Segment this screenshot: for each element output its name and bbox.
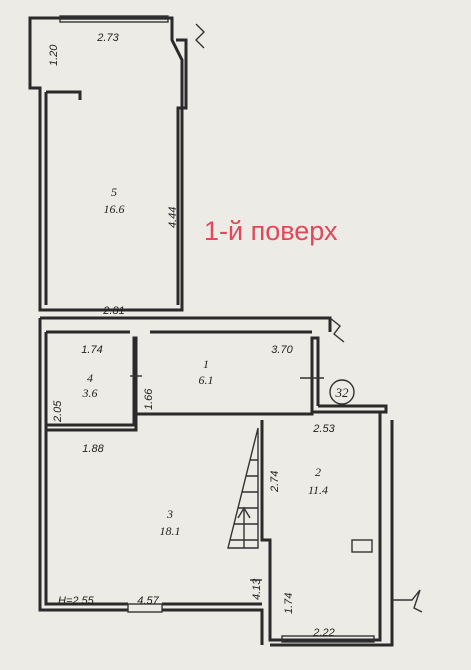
- room3-number: 3: [166, 507, 173, 521]
- dim-room3-side: 4.13: [251, 578, 263, 600]
- wall-room4: [46, 336, 138, 432]
- floor-title: 1-й поверх: [204, 216, 338, 246]
- break-bottom-right: [392, 589, 423, 613]
- badge-number: 32: [335, 385, 350, 400]
- wall-room5-inner: [44, 38, 188, 305]
- room5-area: 16.6: [104, 202, 125, 216]
- break-middle-right: [329, 317, 345, 343]
- room5-number: 5: [111, 185, 117, 199]
- dim-room2-top: 2.53: [312, 423, 335, 435]
- wall-room5-outline: [28, 16, 184, 312]
- door-room2: [351, 539, 373, 553]
- room2-number: 2: [315, 465, 321, 479]
- dim-room4-top: 1.74: [81, 344, 102, 356]
- dim-left-top: 1.20: [48, 44, 60, 66]
- room4-number: 4: [87, 371, 93, 385]
- dim-room2-side: 1.74: [283, 593, 295, 614]
- room2-area: 11.4: [308, 483, 328, 497]
- staircase: [227, 427, 259, 549]
- badge-circle: [329, 379, 355, 405]
- wall-room1: [136, 336, 320, 416]
- dim-top: 2.73: [96, 32, 119, 44]
- dim-room4-bottom: 1.88: [82, 443, 104, 455]
- dim-room4-side: 2.05: [52, 400, 64, 423]
- room1-number: 1: [203, 357, 209, 371]
- room4-area: 3.6: [82, 386, 98, 400]
- dim-bottom: 4.57: [137, 595, 159, 607]
- room3-area: 18.1: [160, 524, 181, 538]
- window-room2: [281, 635, 375, 643]
- wall-room1-right: [312, 404, 388, 414]
- dim-room1-right: 3.70: [271, 344, 293, 356]
- wall-middle-inner: [44, 330, 312, 606]
- break-top-right: [195, 23, 205, 49]
- dim-room2-bottom: 2.22: [312, 627, 334, 639]
- stair-arrow-icon: [237, 506, 251, 548]
- window-bottom: [127, 603, 163, 613]
- room1-area: 6.1: [199, 373, 214, 387]
- dim-room5-bottom: 2.81: [102, 305, 124, 317]
- height-label: H=2.55: [58, 595, 95, 607]
- wall-room2: [260, 412, 394, 647]
- dim-room1-left: 1.66: [143, 388, 155, 410]
- dim-room5-side: 4.44: [167, 207, 179, 228]
- dim-stair-side: 2.74: [269, 471, 281, 493]
